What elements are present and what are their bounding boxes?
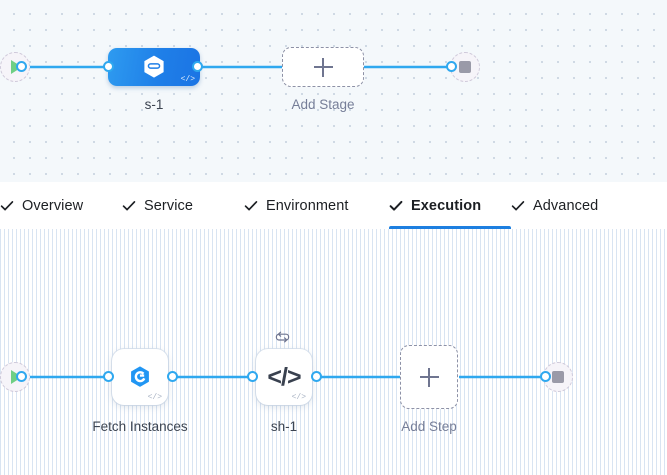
stage-s1-in-port[interactable] [103, 61, 114, 72]
harness-hexagon-icon [144, 55, 164, 78]
stage-end-node[interactable] [450, 52, 480, 82]
stage-node-label-s-1: s-1 [144, 97, 164, 112]
add-step-button[interactable] [400, 345, 458, 409]
harness-hexagon-blue-icon [131, 366, 149, 387]
add-step-label: Add Step [401, 419, 457, 434]
step-node-label-fetch-instances: Fetch Instances [92, 419, 188, 434]
code-tag-icon: </> [291, 393, 306, 402]
code-brackets-icon: </> [267, 362, 301, 391]
tab-overview[interactable]: Overview [0, 182, 122, 229]
stage-edge-layer [22, 65, 458, 69]
tab-label-overview: Overview [22, 197, 84, 214]
step-node-label-sh-1: sh-1 [270, 419, 298, 434]
step-sh1-out-port[interactable] [311, 371, 322, 382]
step-end-port[interactable] [540, 371, 551, 382]
pipeline-stage-canvas[interactable]: </> s-1 Add Stage [0, 0, 667, 182]
tab-service[interactable]: Service [122, 182, 244, 229]
step-node-fetch-instances[interactable]: </> [112, 349, 168, 405]
check-icon [122, 199, 136, 213]
execution-step-canvas[interactable]: </> Fetch Instances </> </> sh-1 Add Ste… [0, 229, 667, 475]
tab-advanced[interactable]: Advanced [511, 182, 633, 229]
stage-s1-out-port[interactable] [192, 61, 203, 72]
stop-icon [552, 371, 564, 383]
step-start-port[interactable] [16, 371, 27, 382]
check-icon [511, 199, 525, 213]
add-stage-label: Add Stage [291, 97, 355, 112]
check-icon [244, 199, 258, 213]
tab-label-service: Service [144, 197, 194, 214]
plus-icon [313, 57, 333, 77]
add-stage-button[interactable] [282, 47, 364, 87]
tab-label-environment: Environment [266, 197, 349, 214]
step-edge-layer [22, 375, 552, 379]
step-sh1-in-port[interactable] [247, 371, 258, 382]
stage-end-port[interactable] [446, 61, 457, 72]
step-node-sh-1[interactable]: </> </> [256, 331, 312, 405]
check-icon [0, 199, 14, 213]
plus-icon [419, 367, 439, 387]
code-tag-icon: </> [180, 75, 195, 84]
loop-retry-icon [275, 328, 293, 346]
check-icon [389, 199, 403, 213]
stage-config-tabs: Overview Service Environment Execution A [0, 182, 667, 229]
stop-icon [459, 61, 471, 73]
tab-label-advanced: Advanced [533, 197, 599, 214]
tab-execution[interactable]: Execution [389, 182, 511, 229]
tab-environment[interactable]: Environment [244, 182, 389, 229]
stage-start-port[interactable] [16, 61, 27, 72]
code-tag-icon: </> [147, 393, 162, 402]
tab-label-execution: Execution [411, 197, 482, 214]
stage-node-s-1[interactable]: </> [108, 48, 200, 86]
step-fetch-in-port[interactable] [103, 371, 114, 382]
step-fetch-out-port[interactable] [167, 371, 178, 382]
